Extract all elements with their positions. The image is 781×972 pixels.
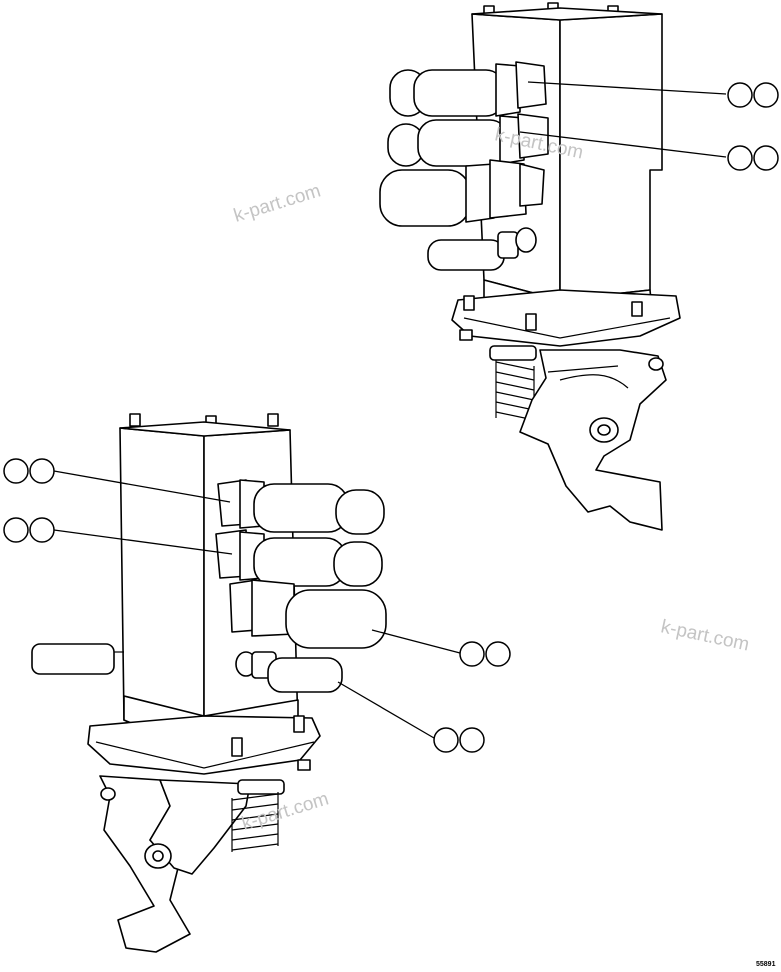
lower-port-row-2 (215, 529, 383, 587)
upper-port-row-2 (387, 113, 549, 167)
figure-number: 55891 (756, 961, 776, 968)
lower-valve-assembly (31, 413, 387, 953)
upper-port-row-1 (389, 61, 547, 117)
callout-5 (459, 641, 511, 667)
callout-4 (3, 517, 55, 543)
callout-1 (727, 82, 779, 108)
callout-3 (3, 458, 55, 484)
watermark-3: k-part.com (659, 616, 751, 655)
callout-2 (727, 145, 779, 171)
side-handle (31, 643, 115, 675)
lower-spring (231, 779, 285, 852)
watermark-1: k-part.com (231, 180, 323, 226)
leader-lines (53, 81, 727, 739)
upper-port-row-3 (379, 159, 545, 227)
upper-small-fitting (427, 227, 537, 271)
upper-valve-assembly (379, 2, 681, 531)
lower-port-row-3 (229, 579, 387, 649)
lower-small-fitting (235, 651, 343, 693)
lower-port-row-1 (217, 479, 385, 535)
upper-spring (489, 345, 537, 424)
watermark-4: k-part.com (239, 788, 331, 834)
callout-6 (433, 727, 485, 753)
